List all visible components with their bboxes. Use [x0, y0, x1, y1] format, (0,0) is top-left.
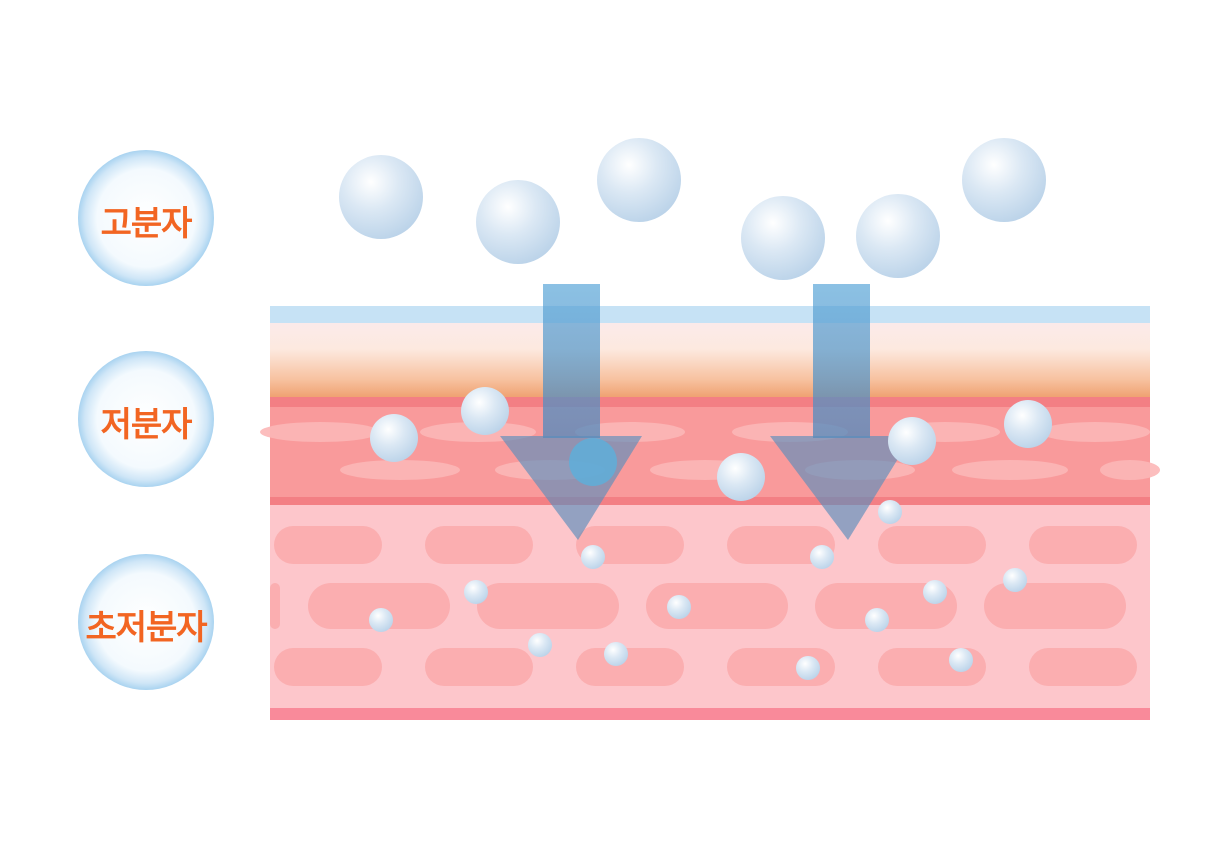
- molecule-large: [856, 194, 940, 278]
- molecule-medium: [370, 414, 418, 462]
- molecule-large: [741, 196, 825, 280]
- legend-bubble-low: [78, 351, 214, 487]
- legend-label-ultra-low-molecule: 초저분자: [85, 608, 207, 648]
- dermis-layer: [270, 407, 1150, 498]
- legend-label-high-molecule: 고분자: [100, 204, 193, 244]
- dermis-top-stripe: [270, 397, 1150, 407]
- molecule-medium: [1004, 400, 1052, 448]
- low-molecules: [370, 387, 1052, 501]
- molecule-small: [878, 500, 902, 524]
- molecule-large: [962, 138, 1046, 222]
- molecule-small: [810, 545, 834, 569]
- molecule-small: [796, 656, 820, 680]
- subcutaneous-cells: [270, 526, 1137, 686]
- molecule-large: [476, 180, 560, 264]
- molecule-medium: [461, 387, 509, 435]
- molecule-large: [597, 138, 681, 222]
- legend-label-low-molecule: 저분자: [100, 405, 193, 445]
- legend-bubbles: [78, 150, 214, 690]
- molecule-large: [339, 155, 423, 239]
- molecule-small: [667, 595, 691, 619]
- molecule-small: [1003, 568, 1027, 592]
- molecule-small: [464, 580, 488, 604]
- base-stripe: [270, 708, 1150, 720]
- skin-cross-section: [260, 306, 1160, 720]
- molecule-small: [865, 608, 889, 632]
- molecule-medium: [717, 453, 765, 501]
- legend-bubble-ultra-low: [78, 554, 214, 690]
- molecule-medium-highlighted: [569, 438, 617, 486]
- molecule-medium: [888, 417, 936, 465]
- molecule-small: [528, 633, 552, 657]
- absorption-arrow-right: [770, 284, 912, 540]
- molecule-small: [369, 608, 393, 632]
- molecule-small: [949, 648, 973, 672]
- dermis-bottom-stripe: [270, 497, 1150, 505]
- stratum-corneum-layer: [270, 306, 1150, 323]
- molecule-small: [604, 642, 628, 666]
- legend-bubble-high: [78, 150, 214, 286]
- molecule-small: [581, 545, 605, 569]
- ultra-low-molecules: [369, 500, 1027, 680]
- epidermis-layer: [270, 323, 1150, 398]
- molecule-small: [923, 580, 947, 604]
- high-molecules: [339, 138, 1046, 280]
